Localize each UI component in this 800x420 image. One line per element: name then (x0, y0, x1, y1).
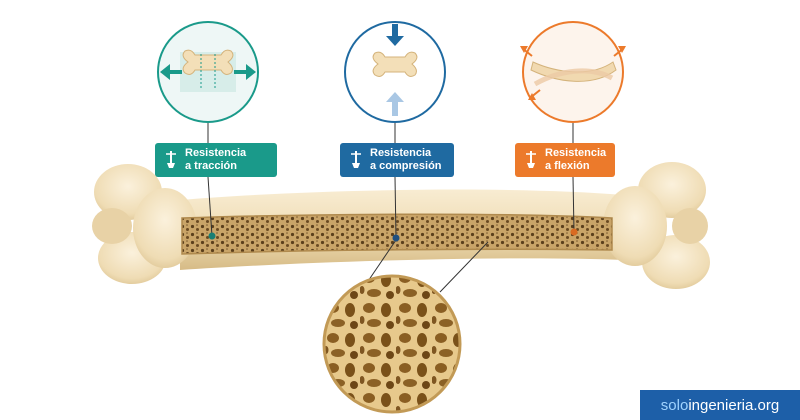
compression-illustration (344, 21, 446, 123)
flexion-point (570, 228, 578, 236)
badge-traccion: Resistencia a tracción (155, 143, 277, 177)
tension-arrows-icon (160, 64, 256, 80)
magnified-spongy-bone (322, 274, 462, 414)
badge-flexion-line1: Resistencia (545, 147, 607, 159)
bone-force-icon (351, 151, 361, 168)
connector-lines (207, 122, 575, 293)
compresion-point (392, 234, 400, 242)
compression-arrows-icon (386, 24, 404, 116)
badge-traccion-line1: Resistencia (185, 147, 247, 159)
bone-force-icon (166, 151, 176, 168)
traccion-point (208, 232, 216, 240)
badge-flexion: Resistencia a flexión (515, 143, 615, 177)
right-epiphysis (603, 162, 710, 289)
tension-illustration (157, 21, 259, 123)
badge-compresion-line2: a compresión (370, 160, 442, 172)
badge-traccion-line2: a tracción (185, 160, 237, 172)
bending-illustration (520, 21, 626, 123)
femur-bone (92, 162, 710, 289)
bone-force-icon (526, 151, 536, 168)
watermark-part1: solo (660, 396, 689, 414)
badge-compresion-line1: Resistencia (370, 147, 432, 159)
spongy-bone-channel (181, 213, 613, 255)
badge-compresion: Resistencia a compresión (340, 143, 454, 177)
watermark-part2: ingenieria.org (688, 396, 780, 414)
badge-flexion-line2: a flexión (545, 160, 590, 172)
left-epiphysis (92, 164, 197, 284)
